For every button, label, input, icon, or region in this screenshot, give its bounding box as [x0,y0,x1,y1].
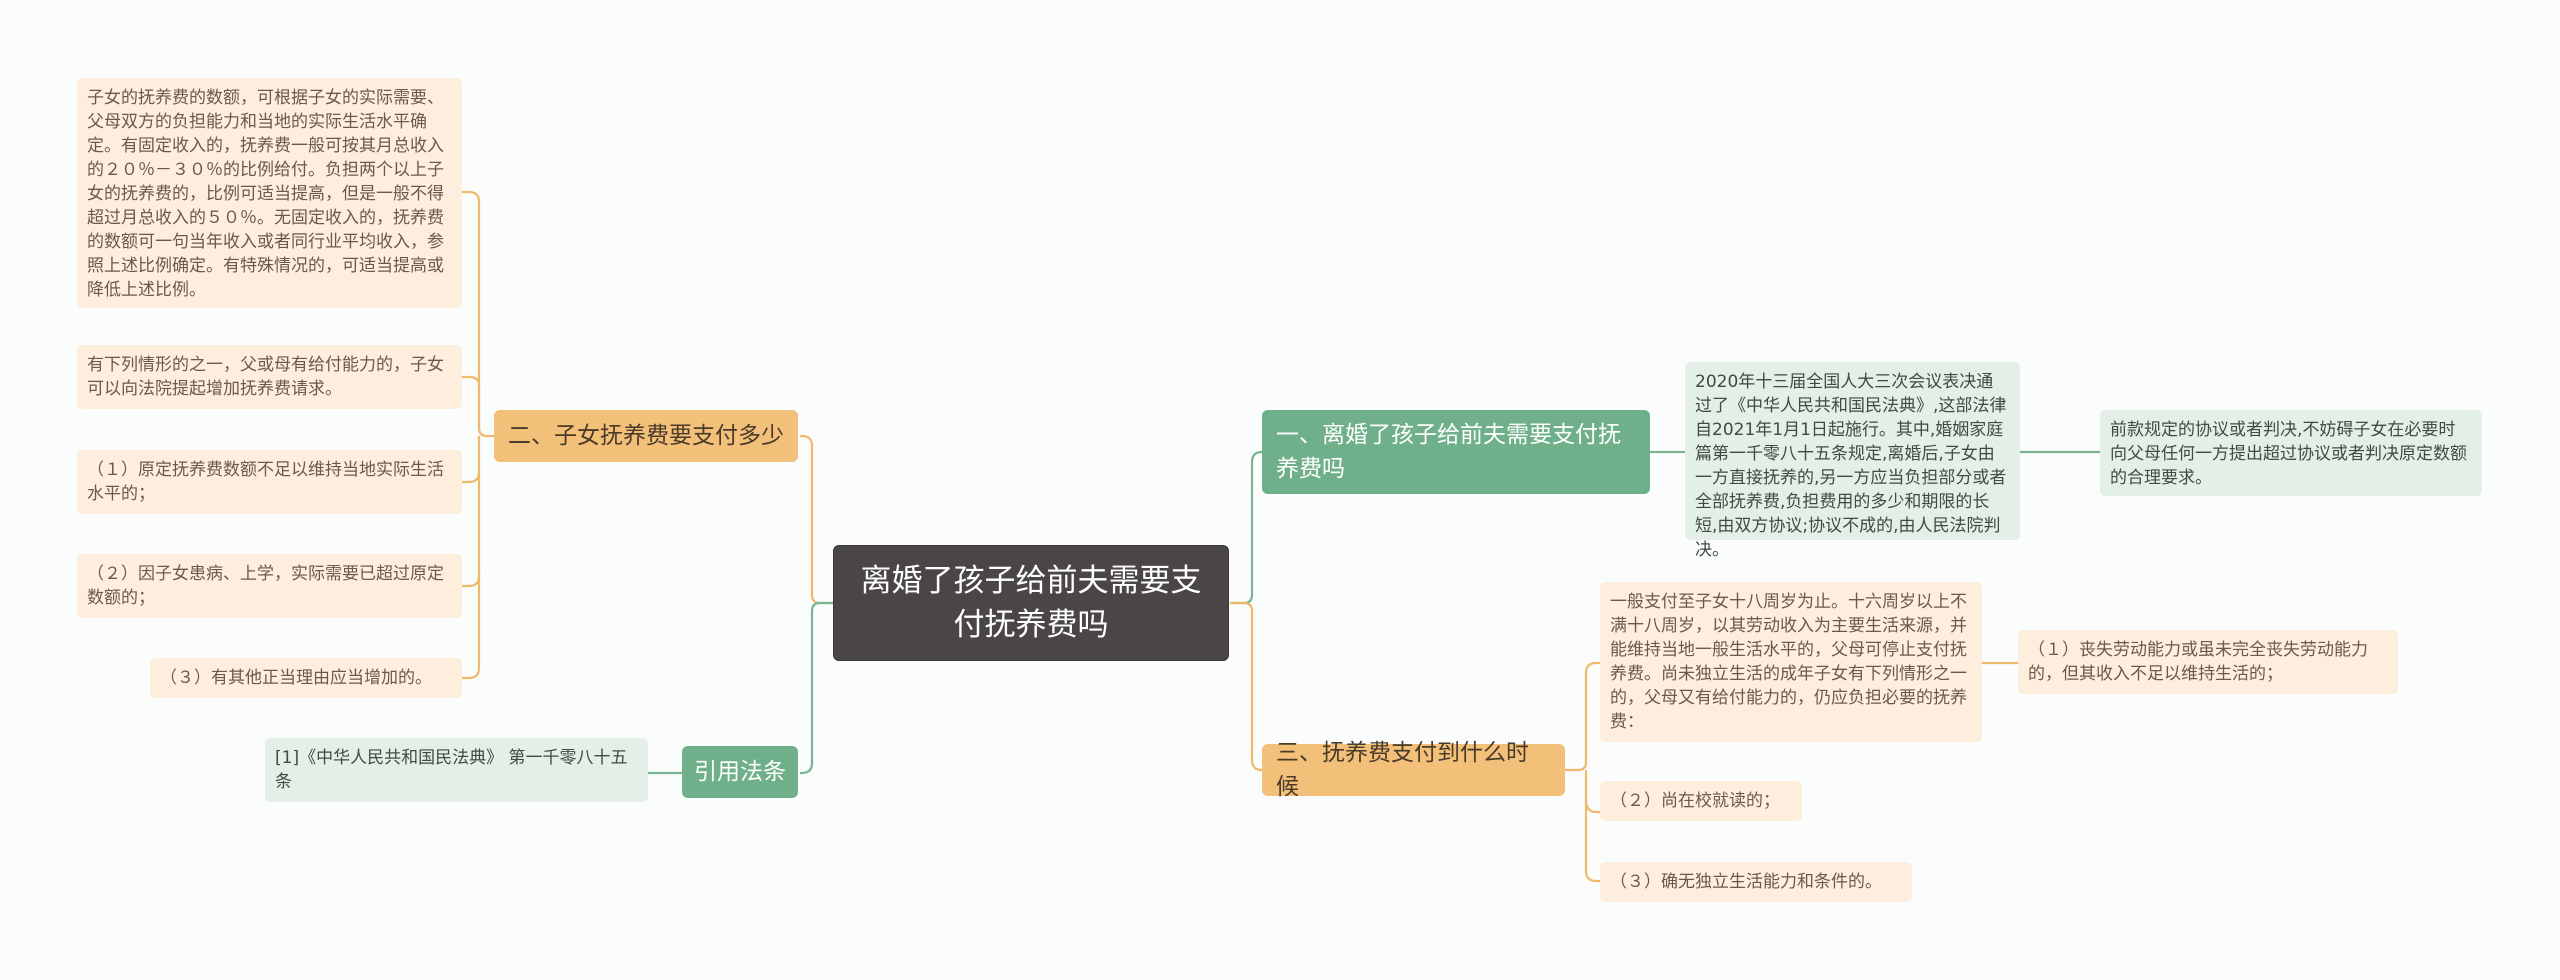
branch-2-item-4[interactable]: （２）因子女患病、上学，实际需要已超过原定数额的； [77,554,462,618]
branch-1-label: 一、离婚了孩子给前夫需要支付抚养费吗 [1276,422,1621,482]
branch-3-sub[interactable]: （１）丧失劳动能力或虽未完全丧失劳动能力的，但其收入不足以维持生活的； [2018,630,2398,694]
link-branch2-item3 [462,436,481,484]
branch-4-topic[interactable]: 引用法条 [682,746,798,798]
branch-2-label: 二、子女抚养费要支付多少 [508,423,784,449]
link-root-branch2 [800,434,833,605]
link-branch3-main [1565,661,1600,772]
branch-3-item-2[interactable]: （２）尚在校就读的； [1600,781,1802,821]
branch-3-item-2-text: （２）尚在校就读的； [1610,791,1780,811]
link-root-branch1 [1230,450,1263,605]
root-topic[interactable]: 离婚了孩子给前夫需要支付抚养费吗 [833,545,1229,661]
branch-3-topic[interactable]: 三、抚养费支付到什么时候 [1262,740,1565,800]
link-root-branch3 [1230,601,1263,772]
branch-2-item-1[interactable]: 子女的抚养费的数额，可根据子女的实际需要、父母双方的负担能力和当地的实际生活水平… [77,78,462,308]
branch-2-item-2[interactable]: 有下列情形的之一，父或母有给付能力的，子女可以向法院提起增加抚养费请求。 [77,345,462,409]
branch-2-item-4-text: （２）因子女患病、上学，实际需要已超过原定数额的； [87,564,444,608]
branch-1-detail[interactable]: 2020年十三届全国人大三次会议表决通过了《中华人民共和国民法典》,这部法律自2… [1685,362,2020,560]
root-topic-label: 离婚了孩子给前夫需要支付抚养费吗 [860,563,1202,643]
branch-4-label: 引用法条 [694,759,786,785]
link-branch3-item2 [1584,770,1600,814]
branch-2-topic[interactable]: 二、子女抚养费要支付多少 [494,410,798,462]
link-branch2-item5 [462,570,481,680]
branch-2-item-3[interactable]: （１）原定抚养费数额不足以维持当地实际生活水平的； [77,450,462,514]
branch-1-note-text: 前款规定的协议或者判决,不妨碍子女在必要时向父母任何一方提出超过协议或者判决原定… [2110,420,2467,488]
branch-1-note[interactable]: 前款规定的协议或者判决,不妨碍子女在必要时向父母任何一方提出超过协议或者判决原定… [2100,410,2482,496]
branch-3-main-text: 一般支付至子女十八周岁为止。十六周岁以上不满十八周岁，以其劳动收入为主要生活来源… [1610,592,1967,732]
branch-1-detail-text: 2020年十三届全国人大三次会议表决通过了《中华人民共和国民法典》,这部法律自2… [1695,372,2007,560]
branch-2-item-1-text: 子女的抚养费的数额，可根据子女的实际需要、父母双方的负担能力和当地的实际生活水平… [87,88,444,300]
branch-2-item-5-text: （３）有其他正当理由应当增加的。 [160,668,432,688]
link-branch2-item1 [462,190,494,438]
branch-3-main[interactable]: 一般支付至子女十八周岁为止。十六周岁以上不满十八周岁，以其劳动收入为主要生活来源… [1600,582,1982,742]
branch-2-item-2-text: 有下列情形的之一，父或母有给付能力的，子女可以向法院提起增加抚养费请求。 [87,355,444,399]
link-root-branch4 [800,601,833,775]
link-branch3-item3 [1584,800,1600,883]
branch-3-label: 三、抚养费支付到什么时候 [1276,740,1529,800]
branch-1-topic[interactable]: 一、离婚了孩子给前夫需要支付抚养费吗 [1262,410,1650,494]
branch-2-item-5[interactable]: （３）有其他正当理由应当增加的。 [150,658,462,698]
branch-3-sub-text: （１）丧失劳动能力或虽未完全丧失劳动能力的，但其收入不足以维持生活的； [2028,640,2368,684]
branch-3-item-3[interactable]: （３）确无独立生活能力和条件的。 [1600,862,1912,902]
link-branch2-item4 [462,470,481,588]
branch-2-item-3-text: （１）原定抚养费数额不足以维持当地实际生活水平的； [87,460,444,504]
branch-4-detail[interactable]: [1]《中华人民共和国民法典》 第一千零八十五条 [265,738,648,802]
link-branch2-item2 [462,375,481,428]
branch-3-item-3-text: （３）确无独立生活能力和条件的。 [1610,872,1882,892]
branch-4-detail-text: [1]《中华人民共和国民法典》 第一千零八十五条 [275,748,628,792]
